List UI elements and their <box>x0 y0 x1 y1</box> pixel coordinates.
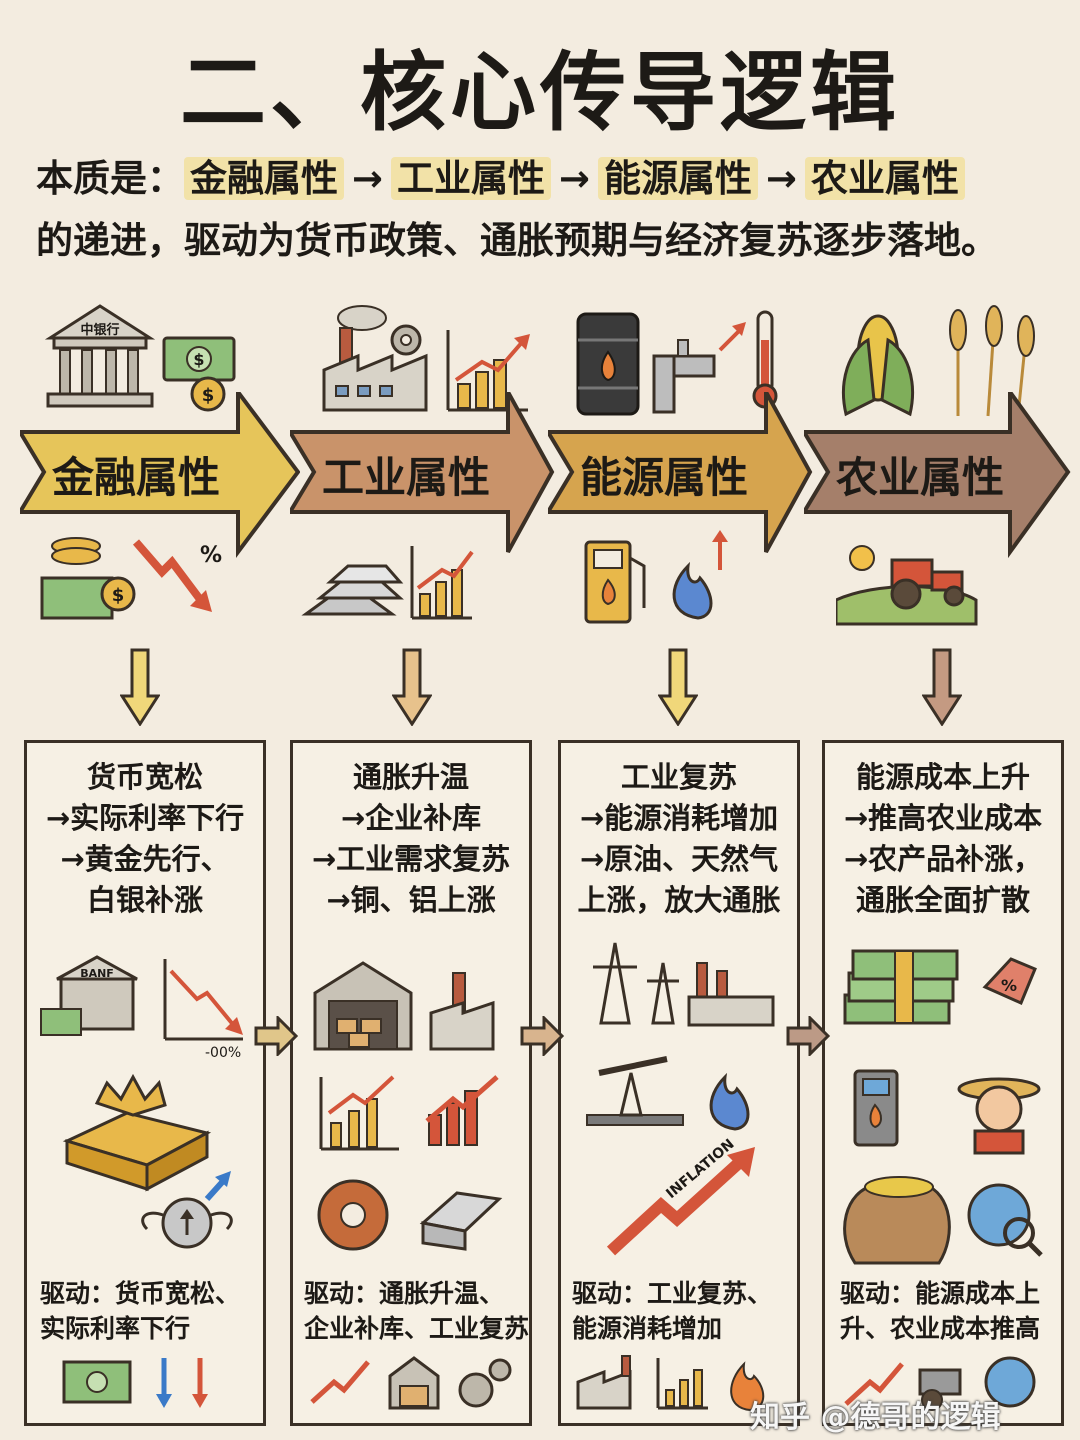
intro-stage-energy: 能源属性 <box>598 157 759 200</box>
financial-bottom-icons <box>62 1358 208 1408</box>
panel-heading-line: →工业需求复苏 <box>311 842 511 876</box>
panel-heading: 能源成本上升 →推高农业成本 →农产品补涨， 通胀全面扩散 <box>825 757 1061 921</box>
agriculture-mid-icons <box>834 528 1080 628</box>
banner-arrow-shape <box>548 392 813 553</box>
right-arrow-icon <box>254 1016 298 1056</box>
panel-heading: 货币宽松 →实际利率下行 →黄金先行、 白银补涨 <box>27 757 263 921</box>
panel-heading-line: →能源消耗增加 <box>579 801 779 835</box>
banner-energy: 能源属性 <box>548 392 828 562</box>
panel-heading-line: 货币宽松 <box>86 760 203 794</box>
tractor-field-icon <box>834 545 978 626</box>
banner-label: 能源属性 <box>579 453 748 502</box>
svg-text:%: % <box>200 543 222 568</box>
panel-heading-line: →黄金先行、 <box>60 842 230 876</box>
oil-barrel-icon <box>576 310 778 416</box>
factory-icon <box>322 305 530 412</box>
industrial-mid-icons <box>300 528 558 628</box>
panel-heading-line: →农产品补涨， <box>843 842 1043 876</box>
right-arrow-icon <box>520 1016 564 1056</box>
panel-heading-line: 工业复苏 <box>620 760 737 794</box>
chart-percent-label: -00% <box>205 1045 241 1061</box>
panel-financial: 货币宽松 →实际利率下行 →黄金先行、 白银补涨 BANF -00% <box>24 740 266 1426</box>
down-arrow-icon <box>922 648 962 726</box>
panel-agriculture: 能源成本上升 →推高农业成本 →农产品补涨， 通胀全面扩散 % <box>822 740 1064 1426</box>
drive-text: 企业补库、工业复苏 <box>304 1314 530 1343</box>
drive-text: 实际利率下行 <box>40 1314 191 1343</box>
intro-prefix: 本质是： <box>36 157 184 200</box>
svg-text:$: $ <box>202 385 215 406</box>
drive-text: 驱动：货币宽松、 <box>40 1279 241 1308</box>
drive-financial: 驱动：货币宽松、 实际利率下行 <box>40 1276 240 1346</box>
drive-energy: 驱动：工业复苏、 能源消耗增加 <box>572 1276 772 1346</box>
svg-text:$: $ <box>112 585 125 606</box>
drive-text: 能源消耗增加 <box>572 1314 723 1343</box>
panel-heading-line: 能源成本上升 <box>855 760 1030 794</box>
intro-arrow: → <box>352 157 384 200</box>
intro-stage-financial: 金融属性 <box>184 157 344 200</box>
panel-heading-line: →推高农业成本 <box>843 801 1043 835</box>
panel-heading-line: 白银补涨 <box>86 883 203 917</box>
right-arrow-icon <box>786 1016 830 1056</box>
banner-arrow-shape <box>20 392 300 558</box>
svg-text:$: $ <box>193 350 204 369</box>
corn-icon <box>841 305 1035 417</box>
banner-arrow-shape <box>804 392 1071 559</box>
svg-text:%: % <box>1001 976 1017 995</box>
intro-stage-industrial: 工业属性 <box>391 157 552 200</box>
down-arrow-icon <box>658 648 698 726</box>
drive-agriculture: 驱动：能源成本上 升、农业成本推高 <box>840 1276 1040 1346</box>
agriculture-top-icons <box>828 300 1080 418</box>
banner-label: 农业属性 <box>835 453 1004 502</box>
industrial-panel-icons <box>313 961 503 1251</box>
banner-label: 工业属性 <box>321 453 490 502</box>
drive-industrial: 驱动：通胀升温、 企业补库、工业复苏 <box>304 1276 529 1346</box>
panel-heading-line: →原油、天然气 <box>579 842 779 876</box>
agriculture-bottom-icons <box>844 1356 1036 1411</box>
banner-label: 金融属性 <box>51 453 220 502</box>
energy-top-icons <box>574 300 832 418</box>
bank-label-2: BANF <box>80 967 114 980</box>
drive-text: 驱动：能源成本上 <box>840 1279 1041 1308</box>
panel-heading-line: →铜、铝上涨 <box>326 883 496 917</box>
panel-heading-line: →企业补库 <box>340 801 482 835</box>
panel-energy: 工业复苏 →能源消耗增加 →原油、天然气 上涨，放大通胀 INFLATION <box>558 740 800 1426</box>
banner-financial: 金融属性 <box>20 392 300 562</box>
watermark: 知乎 @德哥的逻辑 <box>750 1400 1001 1435</box>
panel-heading-line: 通胀全面扩散 <box>855 883 1030 917</box>
energy-mid-icons <box>580 528 838 628</box>
silver-bars-icon <box>301 546 474 620</box>
agriculture-panel-icons: % <box>843 949 1043 1265</box>
financial-mid-icons: $ % <box>40 528 298 628</box>
drive-text: 驱动：通胀升温、 <box>304 1279 505 1308</box>
panel-heading: 工业复苏 →能源消耗增加 →原油、天然气 上涨，放大通胀 <box>561 757 797 921</box>
intro-line-2: 的递进，驱动为货币政策、通胀预期与经济复苏逐步落地。 <box>36 219 998 262</box>
industrial-bottom-icons <box>310 1356 512 1410</box>
drive-text: 升、农业成本推高 <box>840 1314 1041 1343</box>
bank-label: 中银行 <box>80 322 119 338</box>
financial-top-icons: 中银行 $ $ <box>40 300 298 418</box>
bank-icon: 中银行 $ $ <box>44 304 236 412</box>
industrial-top-icons <box>318 300 576 418</box>
page-title: 二、核心传导逻辑 <box>180 43 900 143</box>
down-arrow-icon <box>120 648 160 726</box>
fuel-pump-icon <box>584 530 728 624</box>
financial-panel-icons: BANF -00% <box>40 955 243 1249</box>
intro-arrow: → <box>559 157 591 200</box>
intro-arrow: → <box>766 157 798 200</box>
energy-panel-icons: INFLATION <box>586 942 775 1256</box>
down-arrow-icon <box>392 648 432 726</box>
banner-industrial: 工业属性 <box>290 392 570 562</box>
banner-arrow-shape <box>290 392 555 553</box>
panel-heading-line: →实际利率下行 <box>45 801 245 835</box>
coins-down-icon: $ % <box>40 537 222 620</box>
panel-heading-line: 上涨，放大通胀 <box>577 883 781 917</box>
panel-industrial: 通胀升温 →企业补库 →工业需求复苏 →铜、铝上涨 <box>290 740 532 1426</box>
banner-agriculture: 农业属性 <box>804 392 1074 562</box>
drive-text: 驱动：工业复苏、 <box>572 1279 773 1308</box>
panel-heading: 通胀升温 →企业补库 →工业需求复苏 →铜、铝上涨 <box>293 757 529 921</box>
intro-text: 本质是：金融属性→工业属性→能源属性→农业属性 的递进，驱动为货币政策、通胀预期… <box>36 148 1056 272</box>
intro-stage-agriculture: 农业属性 <box>805 157 966 200</box>
energy-bottom-icons <box>576 1355 765 1412</box>
panel-heading-line: 通胀升温 <box>352 760 469 794</box>
